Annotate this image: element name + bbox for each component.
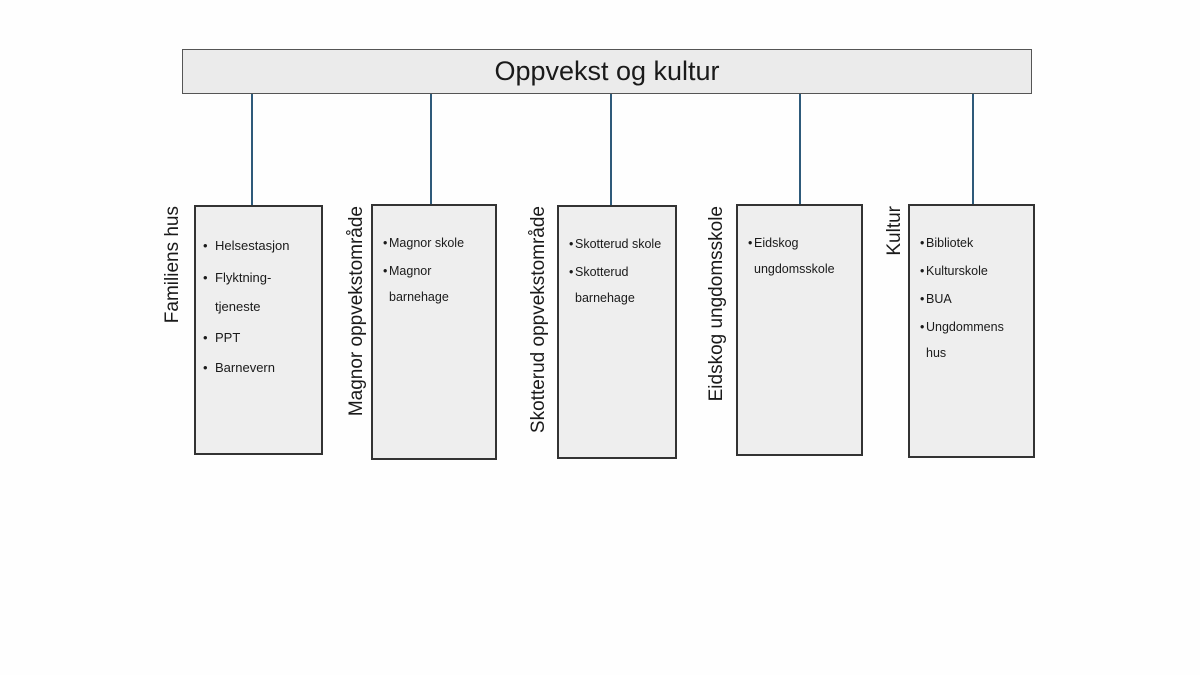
- unit-label-magnor: Magnor oppvekstområde: [346, 206, 367, 417]
- unit-item: Helsestasjon: [196, 233, 321, 259]
- org-root-title: Oppvekst og kultur: [494, 56, 720, 86]
- unit-item: Flyktning-tjeneste: [196, 263, 321, 321]
- unit-box-skotterud: Skotterud skole Skotterud barnehage: [557, 205, 677, 459]
- unit-item: Skotterud skole: [559, 231, 675, 257]
- unit-item: Ungdommens hus: [910, 314, 1033, 366]
- unit-item: Eidskog ungdomsskole: [738, 230, 861, 282]
- unit-item: PPT: [196, 325, 321, 351]
- unit-item: Magnor skole: [373, 230, 495, 256]
- connector-familiens-hus: [251, 94, 253, 206]
- unit-item: Barnevern: [196, 355, 321, 381]
- unit-label-familiens-hus: Familiens hus: [162, 206, 183, 324]
- unit-item: Magnor barnehage: [373, 258, 495, 310]
- connector-eidskog: [799, 94, 801, 205]
- unit-item: Bibliotek: [910, 230, 1033, 256]
- unit-item: Skotterud barnehage: [559, 259, 675, 311]
- unit-box-eidskog: Eidskog ungdomsskole: [736, 204, 863, 456]
- connector-kultur: [972, 94, 974, 205]
- unit-box-kultur: Bibliotek Kulturskole BUA Ungdommens hus: [908, 204, 1035, 458]
- connector-magnor: [430, 94, 432, 205]
- unit-label-skotterud: Skotterud oppvekstområde: [528, 206, 549, 434]
- unit-item: Kulturskole: [910, 258, 1033, 284]
- org-root-box: Oppvekst og kultur: [182, 49, 1032, 94]
- unit-label-eidskog: Eidskog ungdomsskole: [706, 206, 727, 402]
- unit-box-magnor: Magnor skole Magnor barnehage: [371, 204, 497, 460]
- connector-skotterud: [610, 94, 612, 206]
- unit-item: BUA: [910, 286, 1033, 312]
- unit-label-kultur: Kultur: [884, 206, 905, 256]
- unit-box-familiens-hus: Helsestasjon Flyktning-tjeneste PPT Barn…: [194, 205, 323, 455]
